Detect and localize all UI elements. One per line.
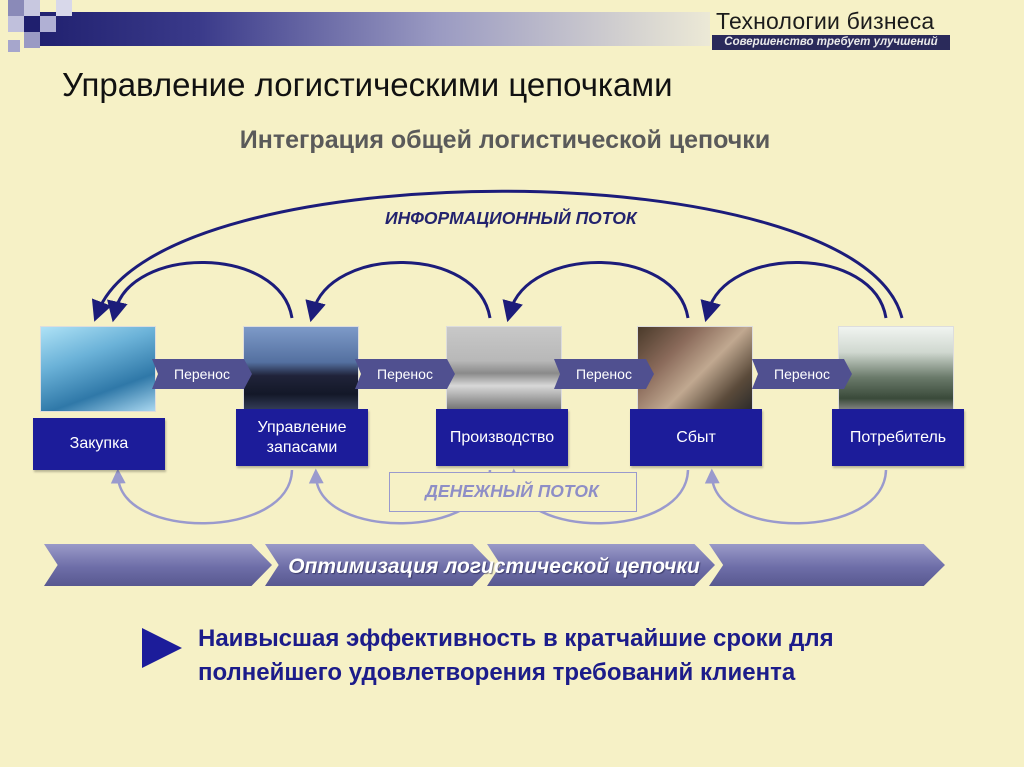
optimization-segment-3 [487,544,715,586]
optimization-label: Оптимизация логистической цепочки [288,555,700,578]
transfer-chevron-2: Перенос [355,359,455,389]
header-bar [28,12,710,46]
brand-title: Технологии бизнеса [716,8,935,34]
sales-photo [637,326,753,412]
info-arrow-big [91,189,904,322]
money-flow-label: ДЕНЕЖНЫЙ ПОТОК [425,481,599,501]
optimization-segment-4 [709,544,945,586]
money-arrow-4 [704,468,888,525]
transfer-chevron-3: Перенос [554,359,654,389]
step-sales: Сбыт [630,409,762,466]
info-arrow-1 [107,261,294,323]
optimization-segment-2 [265,544,493,586]
page-subtitle: Интеграция общей логистической цепочки [239,126,771,154]
triangle-bullet-icon [142,628,182,668]
page-title: Управление логистическими цепочками [62,66,673,103]
consumer-photo [838,326,954,412]
info-arrow-2 [305,261,492,323]
transfer-chevron-4: Перенос [752,359,852,389]
corner-squares [0,0,80,60]
step-purchase: Закупка [33,418,165,470]
conclusion-text: Наивысшая эффективность в кратчайшие сро… [198,625,834,686]
purchase-photo [40,326,156,412]
optimization-segment-1 [44,544,272,586]
transfer-chevron-1: Перенос [152,359,252,389]
brand-subtitle: Совершенство требует улучшений [712,35,950,50]
inventory-photo [243,326,359,412]
info-flow-label: ИНФОРМАЦИОННЫЙ ПОТОК [385,208,637,228]
info-arrow-4 [700,261,888,323]
step-inventory: Управление запасами [236,409,368,466]
step-consumer: Потребитель [832,409,964,466]
info-flow-arrows [91,189,904,323]
info-arrow-3 [502,261,690,323]
money-flow-box [389,472,637,512]
production-photo [446,326,562,412]
money-arrow-1 [110,468,294,525]
step-production: Производство [436,409,568,466]
